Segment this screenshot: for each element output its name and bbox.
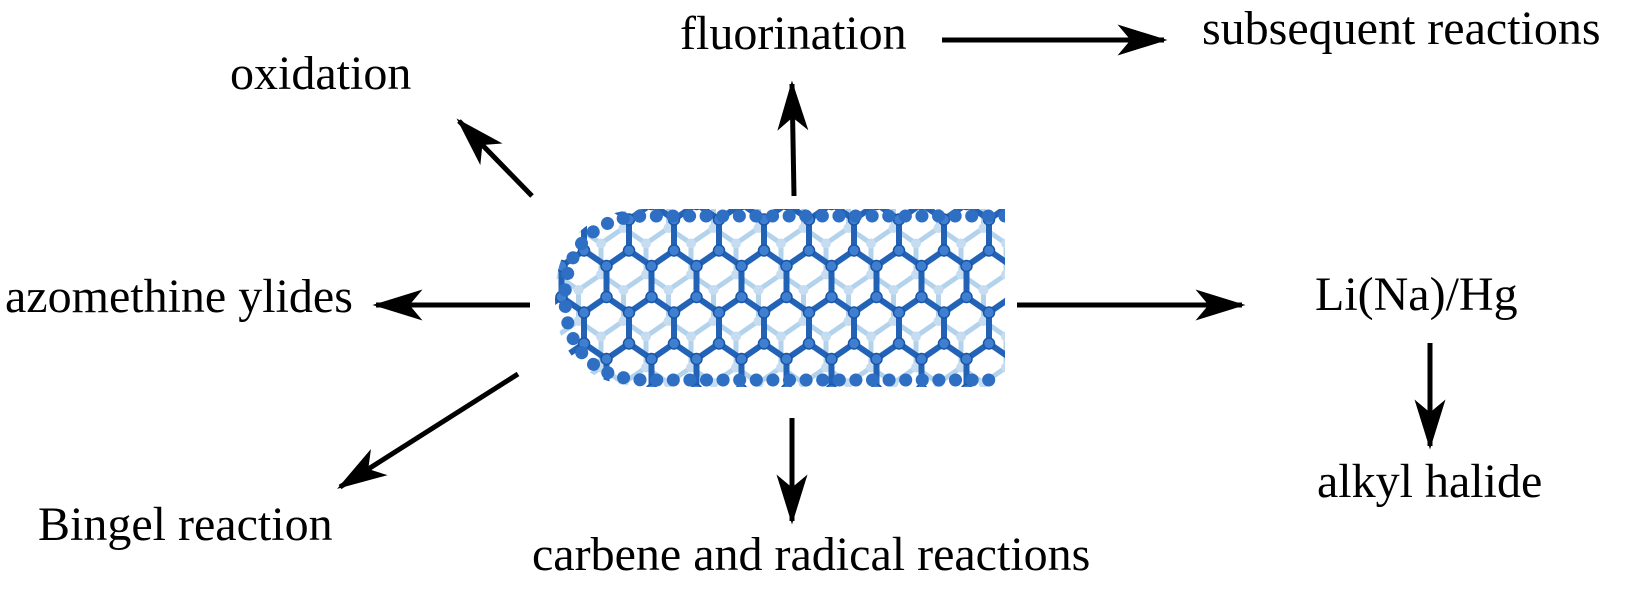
label-subsequent-reactions: subsequent reactions: [1202, 2, 1601, 55]
label-azomethine-ylides: azomethine ylides: [5, 270, 353, 323]
arrow-nanotube-to-fluorination: [777, 80, 809, 197]
arrow-nanotube-to-oxidation: [456, 118, 534, 198]
label-carbene-radical: carbene and radical reactions: [532, 528, 1091, 581]
carbon-nanotube-image: [555, 209, 1005, 387]
label-alkyl-halide: alkyl halide: [1317, 455, 1543, 508]
label-li-na-hg: Li(Na)/Hg: [1315, 268, 1518, 321]
nanotube-front-lattice: [555, 209, 1005, 387]
label-bingel-reaction: Bingel reaction: [38, 498, 333, 551]
label-fluorination: fluorination: [680, 7, 907, 60]
arrow-nanotube-to-bingel-reaction: [337, 371, 520, 490]
label-oxidation: oxidation: [230, 47, 412, 100]
nanotube-edge-atoms: [558, 209, 1005, 387]
